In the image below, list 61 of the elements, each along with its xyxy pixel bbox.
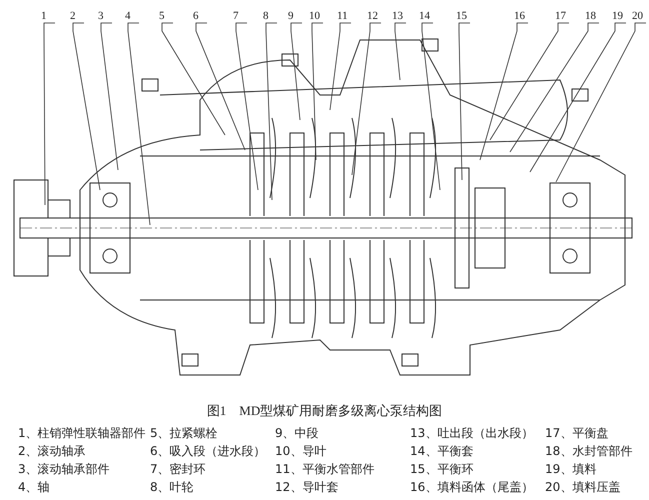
part-list-entry: 9、中段 — [275, 426, 319, 440]
part-list-entry: 8、叶轮 — [150, 480, 194, 494]
part-list-entry: 10、导叶 — [275, 444, 326, 458]
leader-line — [312, 22, 324, 160]
callout-number: 3 — [98, 10, 104, 22]
callout-number: 8 — [263, 10, 268, 22]
callout-number: 11 — [337, 10, 348, 22]
leader-line — [162, 22, 226, 136]
leader-line — [236, 22, 258, 190]
callout-number: 20 — [632, 10, 643, 22]
callout-number: 9 — [288, 10, 294, 22]
callout-number: 7 — [233, 10, 238, 22]
leader-line — [100, 22, 118, 170]
callout-number: 14 — [419, 10, 430, 22]
part-list-entry: 20、填料压盖 — [545, 480, 620, 494]
part-list-entry: 17、平衡盘 — [545, 426, 608, 440]
callout-number: 13 — [392, 10, 403, 22]
leader-line — [556, 22, 646, 182]
leader-line — [394, 22, 406, 80]
part-list-entry: 12、导叶套 — [275, 480, 338, 494]
leader-line — [266, 22, 278, 200]
leader-line — [422, 22, 440, 190]
part-list-entry: 3、滚动轴承部件 — [18, 462, 110, 476]
part-list-entry: 7、密封环 — [150, 462, 206, 476]
callout-number: 1 — [41, 10, 46, 22]
callout-number: 10 — [309, 10, 320, 22]
part-list-entry: 5、拉紧螺栓 — [150, 426, 218, 440]
part-list-entry: 15、平衡环 — [410, 462, 474, 476]
callout-number: 12 — [367, 10, 378, 22]
leader-line — [128, 22, 150, 226]
callout-number: 5 — [159, 10, 164, 22]
leader-line — [72, 22, 100, 190]
callout-number: 17 — [555, 10, 566, 22]
leader-line — [44, 22, 56, 206]
leader-line — [330, 22, 352, 110]
part-list-entry: 1、柱销弹性联轴器部件 — [18, 426, 146, 440]
callout-number: 2 — [70, 10, 76, 22]
callout-number: 19 — [612, 10, 623, 22]
part-list-entry: 11、平衡水管部件 — [275, 462, 374, 476]
part-list-entry: 16、填料函体（尾盖） — [410, 480, 534, 494]
part-list-entry: 18、水封管部件 — [545, 444, 632, 458]
leader-line — [490, 22, 570, 140]
part-list-entry: 6、吸入段（进水段） — [150, 444, 266, 458]
callout-number: 16 — [514, 10, 525, 22]
leader-line — [196, 22, 246, 150]
leader-line — [352, 22, 382, 176]
leader-line — [480, 22, 528, 160]
figure-caption: 图1 MD型煤矿用耐磨多级离心泵结构图 — [206, 403, 442, 418]
part-list-entry: 4、轴 — [18, 480, 50, 494]
part-list-entry: 13、吐出段（出水段） — [410, 426, 534, 440]
callout-number: 4 — [125, 10, 130, 22]
callout-number: 6 — [193, 10, 198, 22]
part-list-entry: 2、滚动轴承 — [18, 444, 86, 458]
leader-line — [290, 22, 302, 120]
part-list-entry: 14、平衡套 — [410, 444, 474, 458]
leader-line — [510, 22, 600, 152]
leader-line — [458, 22, 470, 180]
callout-number: 18 — [585, 10, 596, 22]
leader-line — [530, 22, 626, 172]
part-list-entry: 19、填料 — [545, 462, 596, 476]
callout-number: 15 — [456, 10, 467, 22]
